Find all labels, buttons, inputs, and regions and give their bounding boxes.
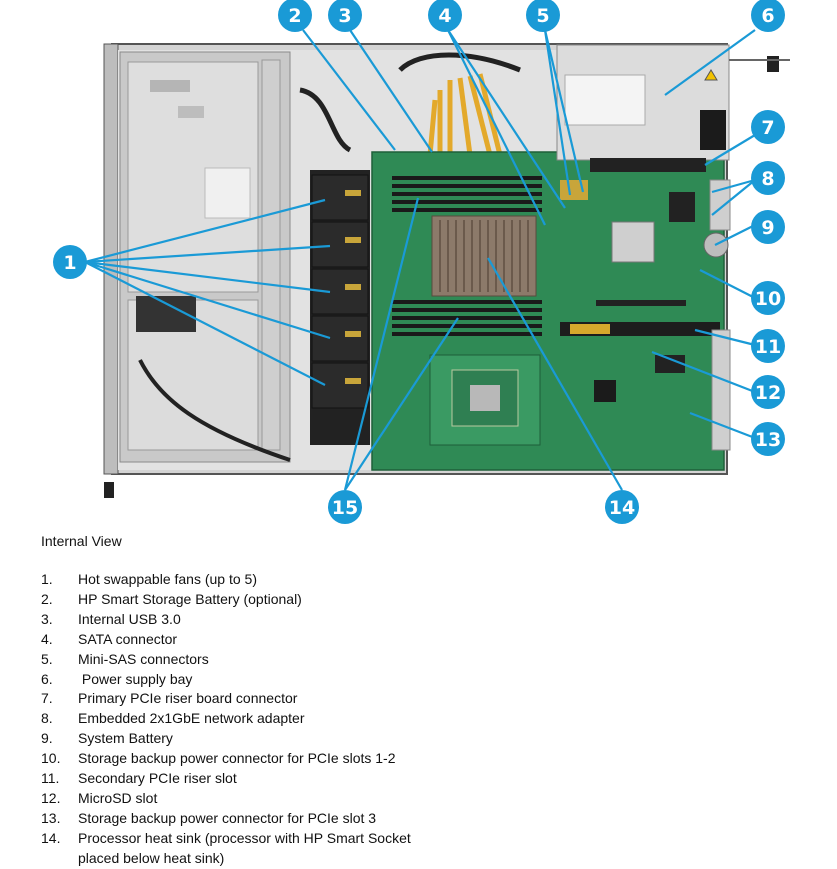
callout-12-label: 12 — [755, 382, 781, 404]
callout-8: 8 — [751, 161, 785, 195]
callout-4: 4 — [428, 0, 462, 32]
legend-item: 11.Secondary PCIe riser slot — [41, 769, 741, 789]
heat-sink — [432, 216, 536, 296]
legend-item-text: Hot swappable fans (up to 5) — [78, 570, 741, 590]
legend-item-number — [41, 849, 78, 869]
legend-item: 12.MicroSD slot — [41, 789, 741, 809]
legend-item-number: 5. — [41, 650, 78, 670]
caption: Internal View — [41, 533, 122, 549]
legend-item-number: 1. — [41, 570, 78, 590]
callout-11: 11 — [751, 329, 785, 363]
callout-6: 6 — [751, 0, 785, 32]
legend-item: 13.Storage backup power connector for PC… — [41, 809, 741, 829]
legend-item-number: 14. — [41, 829, 78, 849]
callout-6-label: 6 — [761, 5, 774, 27]
legend-item-number: 3. — [41, 610, 78, 630]
processor-socket — [430, 355, 540, 445]
legend-item-text: Secondary PCIe riser slot — [78, 769, 741, 789]
callout-1: 1 — [53, 245, 87, 279]
callout-13-label: 13 — [755, 429, 781, 451]
legend-item-text: Internal USB 3.0 — [78, 610, 741, 630]
callout-10: 10 — [751, 281, 785, 315]
legend-item-continuation: placed below heat sink) — [41, 849, 741, 869]
callout-8-label: 8 — [761, 168, 774, 190]
legend-item: 14.Processor heat sink (processor with H… — [41, 829, 741, 849]
server-internal-view-diagram: 1 2 3 4 5 6 7 8 9 10 11 12 — [0, 0, 837, 525]
legend-item: 8.Embedded 2x1GbE network adapter — [41, 709, 741, 729]
callout-13: 13 — [751, 422, 785, 456]
callout-2-label: 2 — [288, 5, 301, 27]
legend-item-number: 2. — [41, 590, 78, 610]
legend-item-text: Embedded 2x1GbE network adapter — [78, 709, 741, 729]
legend-item-text: Primary PCIe riser board connector — [78, 689, 741, 709]
legend-item-text: Power supply bay — [78, 670, 741, 690]
legend-item-number: 9. — [41, 729, 78, 749]
callout-14: 14 — [605, 490, 639, 524]
legend-item-text: HP Smart Storage Battery (optional) — [78, 590, 741, 610]
legend-item: 3.Internal USB 3.0 — [41, 610, 741, 630]
fan-bank — [310, 170, 370, 445]
callout-7: 7 — [751, 110, 785, 144]
legend-item-text: Storage backup power connector for PCIe … — [78, 809, 741, 829]
callout-10-label: 10 — [755, 288, 781, 310]
legend-item: 1.Hot swappable fans (up to 5) — [41, 570, 741, 590]
legend-item-number: 7. — [41, 689, 78, 709]
callout-12: 12 — [751, 375, 785, 409]
legend-item-text: Processor heat sink (processor with HP S… — [78, 829, 741, 849]
legend-list: 1.Hot swappable fans (up to 5) 2.HP Smar… — [41, 570, 741, 869]
callout-14-label: 14 — [609, 497, 635, 519]
callout-5: 5 — [526, 0, 560, 32]
legend-item-text: Mini-SAS connectors — [78, 650, 741, 670]
legend-item-number: 8. — [41, 709, 78, 729]
power-supply-bay — [557, 45, 729, 172]
legend-item-text: placed below heat sink) — [78, 849, 741, 869]
callout-2: 2 — [278, 0, 312, 32]
callout-1-label: 1 — [63, 252, 76, 274]
legend-item: 6. Power supply bay — [41, 670, 741, 690]
legend-item-text: SATA connector — [78, 630, 741, 650]
legend-item: 10.Storage backup power connector for PC… — [41, 749, 741, 769]
legend-item-number: 13. — [41, 809, 78, 829]
legend-item-number: 4. — [41, 630, 78, 650]
legend-item: 4.SATA connector — [41, 630, 741, 650]
legend-item-text: System Battery — [78, 729, 741, 749]
callout-15: 15 — [328, 490, 362, 524]
callout-9: 9 — [751, 210, 785, 244]
callout-9-label: 9 — [761, 217, 774, 239]
legend-item: 9.System Battery — [41, 729, 741, 749]
callout-11-label: 11 — [755, 336, 781, 358]
legend-item-number: 10. — [41, 749, 78, 769]
callout-5-label: 5 — [536, 5, 549, 27]
callout-3-label: 3 — [338, 5, 351, 27]
legend-item-number: 12. — [41, 789, 78, 809]
legend-item-text: Storage backup power connector for PCIe … — [78, 749, 741, 769]
legend-item-text: MicroSD slot — [78, 789, 741, 809]
legend-item: 5.Mini-SAS connectors — [41, 650, 741, 670]
legend-item: 7.Primary PCIe riser board connector — [41, 689, 741, 709]
callout-4-label: 4 — [438, 5, 451, 27]
legend-item: 2.HP Smart Storage Battery (optional) — [41, 590, 741, 610]
legend-item-number: 11. — [41, 769, 78, 789]
callout-15-label: 15 — [332, 497, 358, 519]
legend-item-number: 6. — [41, 670, 78, 690]
callout-3: 3 — [328, 0, 362, 32]
callout-7-label: 7 — [761, 117, 774, 139]
